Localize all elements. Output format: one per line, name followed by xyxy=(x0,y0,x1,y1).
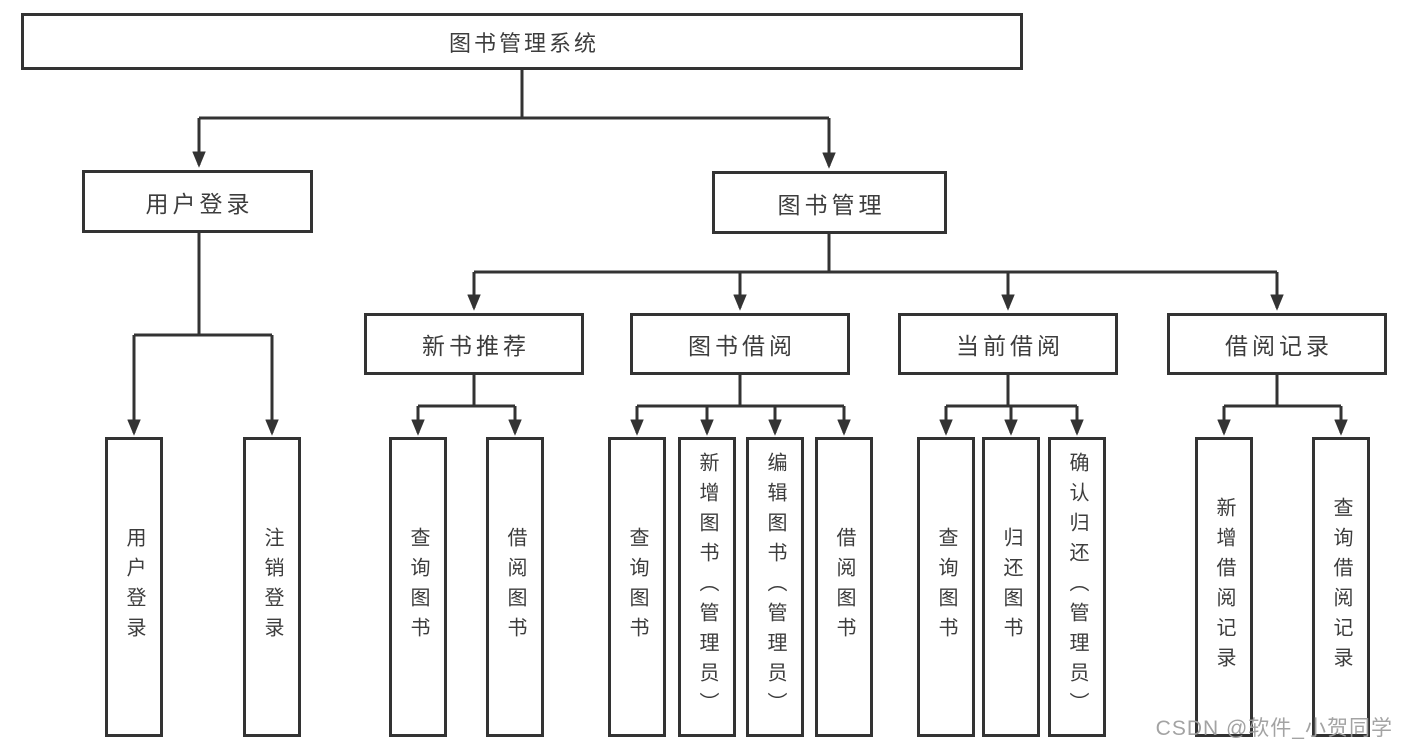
connector-line xyxy=(1224,375,1341,408)
node-label: 新书推荐 xyxy=(422,333,530,359)
node-label: 图书管理 xyxy=(777,191,886,218)
node-book-management: 图书管理 xyxy=(712,171,947,234)
node-label: 确认归还（管理员） xyxy=(1066,452,1088,722)
connector-line xyxy=(946,375,1077,408)
node-label: 新增借阅记录 xyxy=(1213,497,1235,677)
node-new-book-recommend: 新书推荐 xyxy=(364,313,584,375)
node-label: 图书管理系统 xyxy=(448,30,599,56)
node-label: 用户登录 xyxy=(145,190,254,217)
connector-line xyxy=(199,70,829,120)
leaf-query-books-borrow: 查询图书 xyxy=(608,437,666,737)
leaf-edit-book-admin: 编辑图书（管理员） xyxy=(746,437,804,737)
connector-line xyxy=(134,233,272,337)
connector-book-borrow-to-leaves xyxy=(630,375,851,436)
connector-root-to-level2 xyxy=(192,70,836,169)
node-label: 查询借阅记录 xyxy=(1330,497,1352,677)
connector-current-borrow-to-leaves xyxy=(939,375,1084,436)
connector-line xyxy=(637,375,844,408)
node-label: 当前借阅 xyxy=(956,333,1064,359)
node-label: 查询图书 xyxy=(407,527,429,647)
node-label: 借阅记录 xyxy=(1225,333,1333,359)
leaf-logout: 注销登录 xyxy=(243,437,301,737)
leaf-borrow-books-recommend: 借阅图书 xyxy=(486,437,544,737)
leaf-borrow-books: 借阅图书 xyxy=(815,437,873,737)
leaf-confirm-return-admin: 确认归还（管理员） xyxy=(1048,437,1106,737)
node-library-system: 图书管理系统 xyxy=(21,13,1023,70)
node-label: 用户登录 xyxy=(123,527,145,647)
node-current-borrow: 当前借阅 xyxy=(898,313,1118,375)
connector-user-login-to-leaves xyxy=(127,233,279,436)
node-label: 借阅图书 xyxy=(833,527,855,647)
node-label: 图书借阅 xyxy=(688,333,796,359)
leaf-add-book-admin: 新增图书（管理员） xyxy=(678,437,736,737)
node-borrow-records: 借阅记录 xyxy=(1167,313,1387,375)
leaf-return-books: 归还图书 xyxy=(982,437,1040,737)
connector-line xyxy=(418,375,515,408)
node-label: 查询图书 xyxy=(626,527,648,647)
connector-book-management-to-level3 xyxy=(467,234,1284,311)
connector-borrow-records-to-leaves xyxy=(1217,375,1348,436)
node-book-borrow: 图书借阅 xyxy=(630,313,850,375)
leaf-query-borrow-record: 查询借阅记录 xyxy=(1312,437,1370,737)
leaf-query-books-recommend: 查询图书 xyxy=(389,437,447,737)
node-label: 编辑图书（管理员） xyxy=(764,452,786,722)
node-label: 新增图书（管理员） xyxy=(696,452,718,722)
connector-new-book-recommend-to-leaves xyxy=(411,375,522,436)
node-label: 注销登录 xyxy=(261,527,283,647)
node-label: 查询图书 xyxy=(935,527,957,647)
leaf-user-login: 用户登录 xyxy=(105,437,163,737)
connector-line xyxy=(474,234,1277,274)
node-label: 借阅图书 xyxy=(504,527,526,647)
csdn-watermark: CSDN @软件_小贺同学 xyxy=(1155,717,1393,740)
leaf-query-books-current: 查询图书 xyxy=(917,437,975,737)
node-user-login: 用户登录 xyxy=(82,170,313,233)
leaf-add-borrow-record: 新增借阅记录 xyxy=(1195,437,1253,737)
node-label: 归还图书 xyxy=(1000,527,1022,647)
